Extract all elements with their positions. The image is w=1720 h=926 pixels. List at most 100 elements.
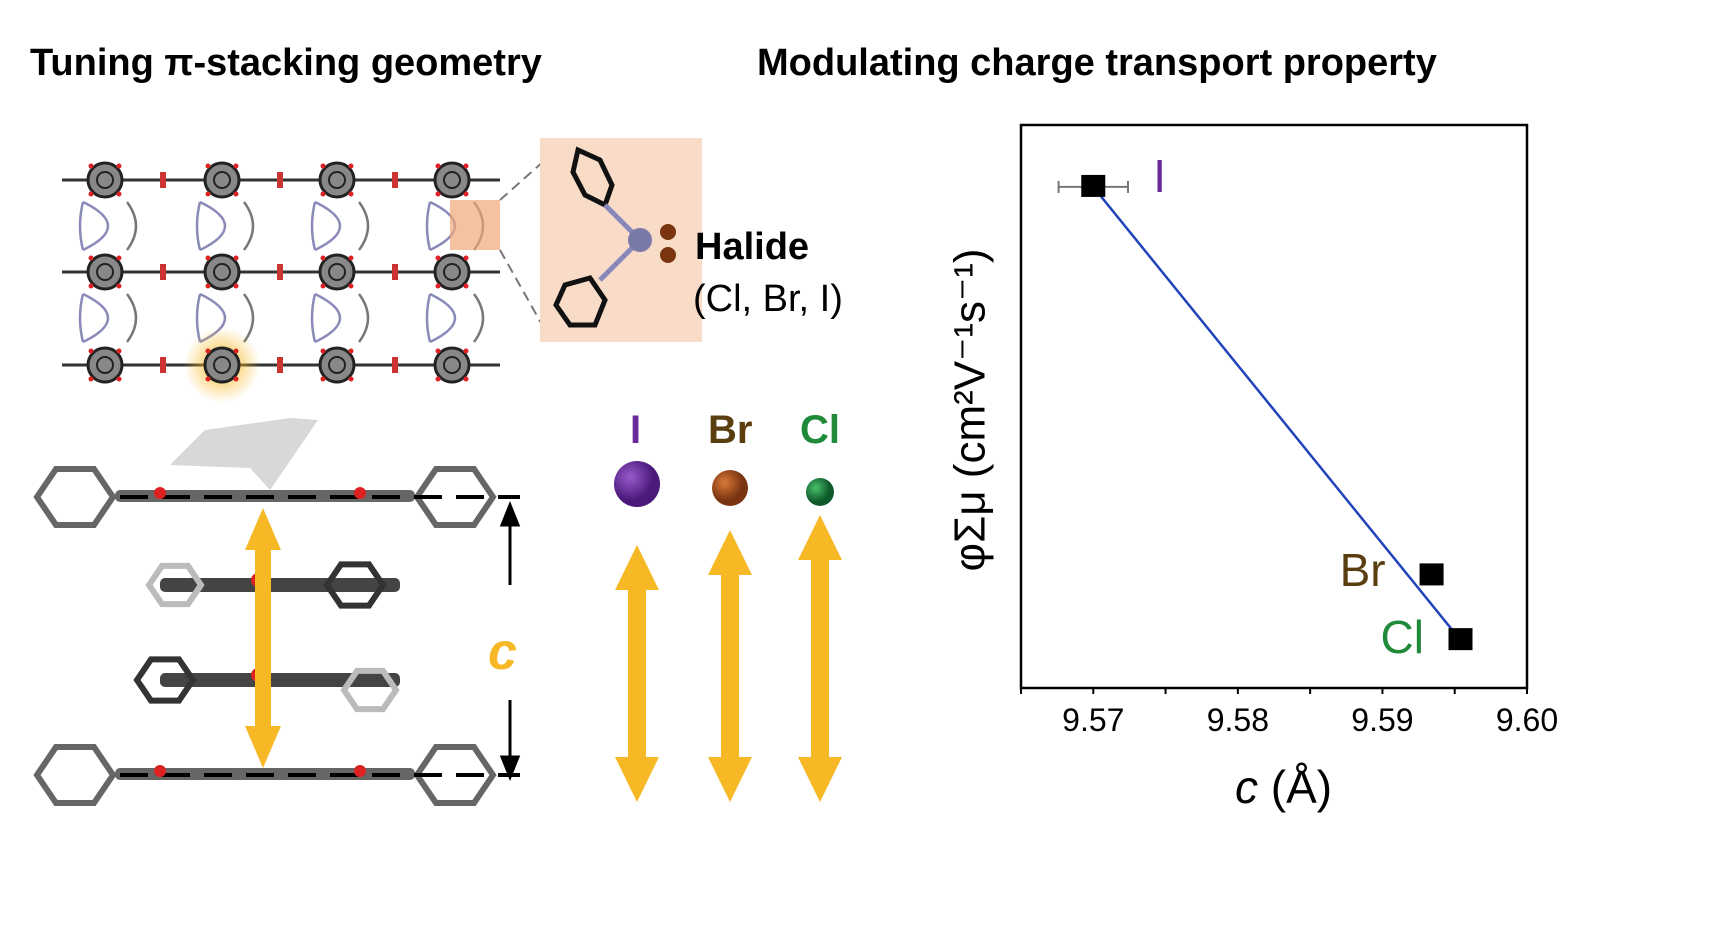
halide-options: (Cl, Br, I) xyxy=(693,278,843,320)
fit-line xyxy=(1092,186,1462,641)
pyrene-node xyxy=(86,161,124,199)
oxygen-atom xyxy=(320,283,326,289)
metal-node xyxy=(277,357,283,373)
pyrene-node xyxy=(433,161,471,199)
oxygen-atom xyxy=(205,283,211,289)
pyrene-ring xyxy=(443,171,461,189)
data-point-cl xyxy=(1448,628,1473,651)
pyridine-ring xyxy=(145,562,205,608)
lattice-linker xyxy=(314,292,342,344)
lattice-linker xyxy=(472,293,485,343)
zoom-line-top xyxy=(499,159,546,201)
oxygen-atom xyxy=(154,487,166,499)
oxygen-atom xyxy=(233,163,239,169)
lattice-linker xyxy=(310,293,317,343)
lattice-linker xyxy=(78,201,85,251)
pyrene-ring xyxy=(443,356,461,374)
pyrene-ring xyxy=(328,356,346,374)
point-label-i: I xyxy=(1153,149,1167,202)
oxygen-atom xyxy=(233,376,239,382)
x-tick-label: 9.57 xyxy=(1062,702,1125,738)
x-tick-label: 9.59 xyxy=(1351,702,1414,738)
point-label-br: Br xyxy=(1339,544,1386,597)
oxygen-atom xyxy=(205,191,211,197)
halide-label: Halide xyxy=(695,226,810,268)
lattice-linker xyxy=(125,201,138,251)
oxygen-atom xyxy=(463,255,469,261)
oxygen-atom xyxy=(320,348,326,354)
oxygen-atom xyxy=(320,255,326,261)
oxygen-atom xyxy=(205,376,211,382)
halide-atom xyxy=(660,224,676,240)
oxygen-atom xyxy=(463,348,469,354)
metal-atom xyxy=(628,228,652,252)
lattice-linker xyxy=(310,201,317,251)
oxygen-atom xyxy=(205,255,211,261)
oxygen-atom xyxy=(116,348,122,354)
oxygen-atom xyxy=(116,376,122,382)
metal-node xyxy=(160,357,166,373)
oxygen-atom xyxy=(463,163,469,169)
lattice-linker xyxy=(82,292,110,344)
gray-arrow xyxy=(170,418,318,490)
oxygen-atom xyxy=(463,191,469,197)
halide-label-i: I xyxy=(630,408,642,452)
oxygen-atom xyxy=(116,191,122,197)
oxygen-atom xyxy=(435,376,441,382)
lattice-linker xyxy=(78,293,85,343)
c-distance-arrow xyxy=(499,500,521,782)
oxygen-atom xyxy=(233,348,239,354)
metal-node xyxy=(277,264,283,280)
ion-double-arrow-br xyxy=(708,530,752,802)
data-point-br xyxy=(1419,563,1444,586)
oxygen-atom xyxy=(88,348,94,354)
oxygen-atom xyxy=(435,255,441,261)
bromide-ball xyxy=(712,470,748,506)
pyridine-ring xyxy=(33,744,117,806)
oxygen-atom xyxy=(348,376,354,382)
x-axis-variable: c xyxy=(1235,761,1258,813)
oxygen-atom xyxy=(320,191,326,197)
lattice-linker xyxy=(195,201,202,251)
halide-atom xyxy=(660,247,676,263)
stacking-double-arrow xyxy=(245,508,281,768)
inset-background xyxy=(540,138,702,342)
pyrene-ring xyxy=(328,171,346,189)
oxygen-atom xyxy=(233,191,239,197)
pyridine-ring xyxy=(33,466,117,528)
oxygen-atom xyxy=(233,255,239,261)
pyrene-ring xyxy=(213,356,231,374)
halide-label-cl: Cl xyxy=(800,408,840,452)
pyrene-core-side xyxy=(160,673,400,687)
oxygen-atom xyxy=(88,376,94,382)
metal-node xyxy=(392,357,398,373)
oxygen-atom xyxy=(354,765,366,777)
lattice-linker xyxy=(357,293,370,343)
crystal-lattice xyxy=(62,161,500,403)
lattice-linker xyxy=(242,201,255,251)
oxygen-atom xyxy=(435,283,441,289)
pyrene-ring xyxy=(213,263,231,281)
oxygen-atom xyxy=(348,283,354,289)
lattice-linker xyxy=(314,200,342,252)
point-label-cl: Cl xyxy=(1380,611,1424,664)
pyridine-ring xyxy=(340,667,400,713)
x-tick-label: 9.60 xyxy=(1495,702,1559,738)
ion-double-arrow-cl xyxy=(798,515,842,802)
lattice-linker xyxy=(357,201,370,251)
x-tick-label: 9.58 xyxy=(1206,702,1269,738)
pyrene-node xyxy=(433,253,471,291)
lattice-linker xyxy=(429,292,457,344)
pi-stack-layers xyxy=(33,466,520,806)
halide-label-br: Br xyxy=(708,408,753,452)
pyridine-ring xyxy=(133,656,197,704)
oxygen-atom xyxy=(116,163,122,169)
oxygen-atom xyxy=(463,283,469,289)
chloride-ball xyxy=(806,478,834,506)
metal-node xyxy=(277,172,283,188)
pyrene-core-side xyxy=(160,578,400,592)
left-title: Tuning π-stacking geometry xyxy=(30,42,542,84)
pyrene-node xyxy=(433,346,471,384)
iodide-ball xyxy=(614,461,660,507)
oxygen-atom xyxy=(463,376,469,382)
